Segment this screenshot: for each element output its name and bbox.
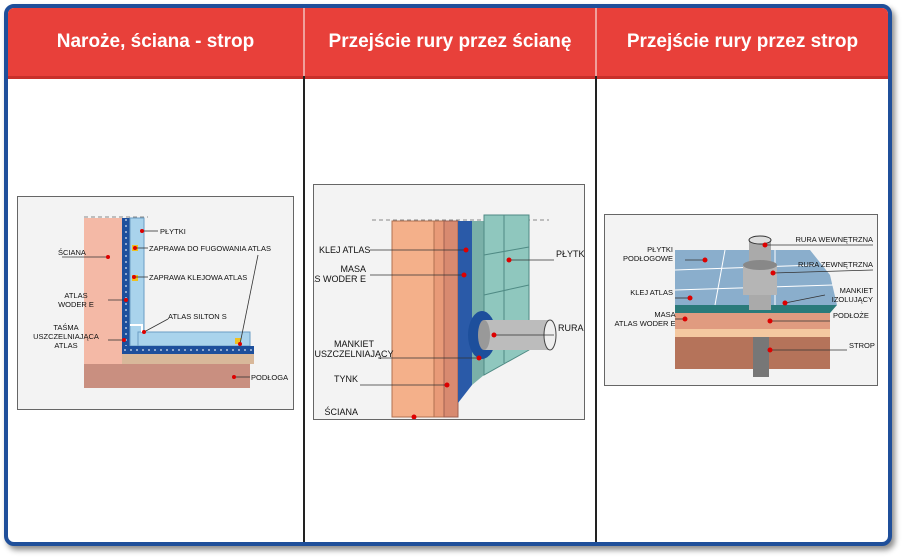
label-atlas-woder-e: ATLAS WODER E <box>314 274 366 284</box>
label-podlogowe: PODŁOGOWE <box>623 254 673 263</box>
header-divider <box>595 8 597 76</box>
label-uszczelniajacy: USZCZELNIAJĄCY <box>314 349 393 359</box>
label-klej-atlas: KLEJ ATLAS <box>630 288 673 297</box>
diagram-pipe-through-floor: RURA WEWNĘTRZNA PŁYTKI PODŁOGOWE RURA ZE… <box>604 214 878 386</box>
label-rura: RURA <box>558 323 584 333</box>
label-mankiet: MANKIET <box>840 286 874 295</box>
label-plytki: PŁYTKI <box>160 227 186 236</box>
column-divider <box>595 76 597 542</box>
label-zaprawa-fugowanie: ZAPRAWA DO FUGOWANIA ATLAS <box>149 244 271 253</box>
label-plytki: PŁYTKI <box>647 245 673 254</box>
label-izolujacy: IZOLUJĄCY <box>832 295 873 304</box>
label-atlas: ATLAS <box>64 291 87 300</box>
diagram-pipe-through-wall: KLEJ ATLAS MASA ATLAS WODER E PŁYTKI RUR… <box>293 184 587 421</box>
label-masa: MASA <box>654 310 675 319</box>
table-frame: Naroże, ściana - strop Przejście rury pr… <box>4 4 892 546</box>
header-divider <box>303 8 305 76</box>
label-rura-wewnetrzna: RURA WEWNĘTRZNA <box>796 235 874 244</box>
label-podloga: PODŁOGA <box>251 373 288 382</box>
label-uszczelniajaca: USZCZELNIAJĄCA <box>33 332 99 341</box>
label-strop: STROP <box>849 341 875 350</box>
label-sciana: ŚCIANA <box>324 406 358 417</box>
column-header-corner: Naroże, ściana - strop <box>56 31 255 52</box>
label-rura-zewnetrzna: RURA ZEWNĘTRZNA <box>798 260 873 269</box>
diagram-corner-wall-floor: PŁYTKI ZAPRAWA DO FUGOWANIA ATLAS ŚCIANA… <box>17 196 294 410</box>
label-tynk: TYNK <box>334 374 358 384</box>
label-mankiet: MANKIET <box>334 339 375 349</box>
label-klej-atlas: KLEJ ATLAS <box>319 245 370 255</box>
header-row: Naroże, ściana - strop Przejście rury pr… <box>8 8 888 79</box>
label-zaprawa-klejowa: ZAPRAWA KLEJOWA ATLAS <box>149 273 247 282</box>
column-header-wall-pipe: Przejście rury przez ścianę <box>328 31 572 52</box>
label-woder-e: WODER E <box>58 300 94 309</box>
label-podloze: PODŁOŻE <box>833 311 869 320</box>
label-sciana: ŚCIANA <box>58 248 86 257</box>
column-header-floor-pipe: Przejście rury przez strop <box>626 31 859 52</box>
label-silton: ATLAS SILTON S <box>168 312 227 321</box>
label-plytki: PŁYTKI <box>556 249 584 259</box>
label-masa: MASA <box>340 264 366 274</box>
column-divider <box>303 76 305 542</box>
label-atlas-woder-e: ATLAS WODER E <box>614 319 675 328</box>
label-tasma-atlas: ATLAS <box>54 341 77 350</box>
label-tasma: TAŚMA <box>53 323 78 332</box>
